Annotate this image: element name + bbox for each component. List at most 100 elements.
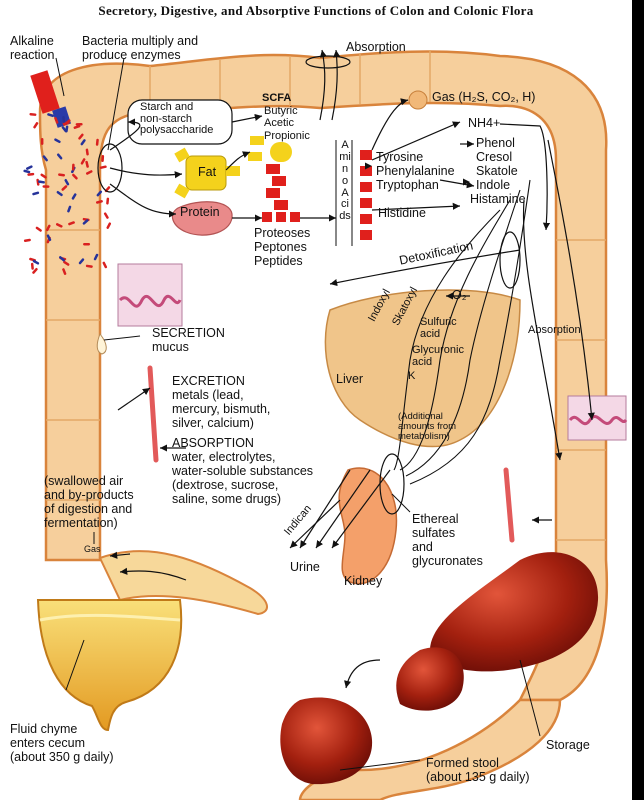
label-scfa-list: Butyric Acetic Propionic xyxy=(264,105,310,142)
bacterium xyxy=(103,212,109,219)
label-fat: Fat xyxy=(198,165,217,179)
leader-lines xyxy=(55,57,541,771)
bacterium xyxy=(42,185,50,188)
cecum xyxy=(36,599,183,732)
gas-bubble xyxy=(408,90,428,110)
bacterium xyxy=(63,260,70,266)
bacterium xyxy=(61,126,68,133)
bacterium xyxy=(85,264,93,268)
bacterium xyxy=(102,261,108,269)
bacterium xyxy=(35,226,42,232)
bacterium xyxy=(75,123,83,126)
bacterium xyxy=(56,190,63,197)
bacterium xyxy=(106,222,112,229)
litmus-strip xyxy=(30,70,60,114)
mucosa-inset-left xyxy=(117,263,183,327)
label-gas: Gas (H₂S, CO₂, H) xyxy=(432,90,536,104)
bacterium xyxy=(85,148,89,156)
bacterium xyxy=(30,262,34,270)
bacterium xyxy=(83,243,91,246)
bacterium xyxy=(23,169,31,174)
bacterium xyxy=(96,190,103,197)
label-histamine: Histamine xyxy=(470,192,526,206)
bacterium xyxy=(54,138,61,144)
bacterium xyxy=(23,238,31,242)
fat-molecule xyxy=(174,147,240,199)
label-proteoses: Proteoses Peptones Peptides xyxy=(254,226,311,268)
bacterium xyxy=(80,139,86,146)
bacterium xyxy=(86,170,93,175)
bacterium xyxy=(95,200,103,204)
label-additional: (Additional amounts from metabolism) xyxy=(398,411,457,442)
bacterium xyxy=(58,256,66,262)
bacterium xyxy=(73,124,81,129)
label-storage: Storage xyxy=(546,738,590,752)
label-excretion: EXCRETION metals (lead, mercury, bismuth… xyxy=(172,374,271,430)
peptide-blocks xyxy=(248,136,300,222)
label-bacteria: Bacteria multiply and produce enzymes xyxy=(82,34,199,62)
bacterium xyxy=(46,234,52,242)
label-o2: O₂ xyxy=(452,288,467,302)
bacterium xyxy=(106,197,110,205)
bacterium xyxy=(32,259,40,265)
bacterium xyxy=(62,115,66,123)
label-scfa-title: SCFA xyxy=(262,92,292,104)
label-amino-acids: Amino Acids xyxy=(339,139,351,223)
bacterium xyxy=(61,185,68,191)
label-glycuronic: Glycuronic acid xyxy=(412,344,464,369)
bacterium xyxy=(101,155,105,163)
bacterium xyxy=(27,172,35,176)
bacterium xyxy=(67,205,72,213)
bacterium xyxy=(78,133,84,140)
label-gas-small: Gas xyxy=(84,544,101,554)
bacterium xyxy=(85,160,89,168)
label-absorption-top: Absorption xyxy=(346,40,406,54)
bacterium xyxy=(64,178,70,186)
bacterium xyxy=(37,180,45,184)
label-k: K xyxy=(408,370,416,382)
bacterium xyxy=(71,163,75,171)
label-histidine: Histidine xyxy=(378,206,426,220)
diagram-title: Secretory, Digestive, and Absorptive Fun… xyxy=(98,3,534,18)
bacterium xyxy=(33,122,39,129)
bacterium xyxy=(29,112,37,116)
label-formed-stool: Formed stool (about 135 g daily) xyxy=(426,756,530,784)
bacterium xyxy=(72,173,78,180)
label-absorption-right: Absorption xyxy=(528,324,581,336)
label-secretion: SECRETION mucus xyxy=(152,326,225,354)
bacterium xyxy=(99,165,107,169)
liver-shape xyxy=(324,289,521,448)
bacterium xyxy=(78,258,85,265)
flow-arrows xyxy=(109,49,595,689)
kidney-shape xyxy=(338,467,398,585)
label-urine: Urine xyxy=(290,560,320,574)
bacterium xyxy=(95,138,99,146)
label-amino-list: Tyrosine Phenylalanine Tryptophan xyxy=(376,150,455,192)
bacterium xyxy=(32,191,40,196)
screen-edge xyxy=(632,0,644,800)
bacterium xyxy=(42,155,48,162)
label-alkaline-reaction: Alkaline reaction xyxy=(10,34,55,62)
label-fluid-chyme: Fluid chyme enters cecum (about 350 g da… xyxy=(10,722,114,764)
bacterium xyxy=(40,173,47,179)
label-starch: Starch and non-starch polysaccharide xyxy=(140,101,214,137)
bacterium xyxy=(55,223,63,228)
label-ethereal: Ethereal sulfates and glycuronates xyxy=(412,512,483,568)
bacterium xyxy=(71,193,77,200)
bacterium xyxy=(54,116,59,124)
label-nh4: NH4+ xyxy=(468,116,501,130)
bacterium xyxy=(82,219,89,225)
protein-shape xyxy=(171,201,233,236)
label-liver: Liver xyxy=(336,372,364,386)
bacterium xyxy=(63,121,70,126)
label-protein: Protein xyxy=(180,205,220,219)
bacterium xyxy=(45,224,51,232)
detox-curves xyxy=(393,179,531,485)
bacteria-cluster xyxy=(23,112,112,275)
bacterium xyxy=(56,153,63,160)
label-sulfuric: Sulfuric acid xyxy=(420,316,457,341)
bacterium xyxy=(80,158,86,165)
amino-acid-column xyxy=(360,150,372,240)
bacterium xyxy=(40,137,44,145)
